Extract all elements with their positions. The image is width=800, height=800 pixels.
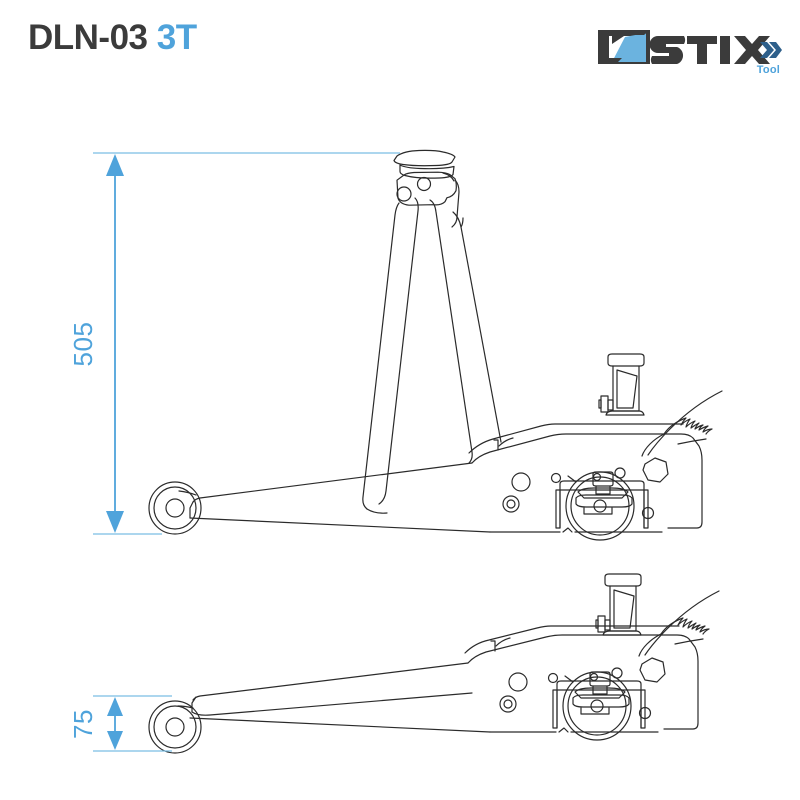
logo-mark-icon xyxy=(598,30,650,64)
arrow-down-icon xyxy=(106,511,124,533)
dimension-75: 75 xyxy=(68,695,172,752)
title-model: DLN-03 xyxy=(28,18,148,57)
dimension-label-75: 75 xyxy=(68,709,98,739)
page-title: DLN-03 3T xyxy=(28,18,197,58)
dimension-label-505: 505 xyxy=(68,322,98,367)
logo-subtext: Tool xyxy=(756,64,780,76)
title-tonnage: 3T xyxy=(156,18,197,57)
arrow-up-icon xyxy=(107,697,123,716)
lowered-view xyxy=(148,573,720,754)
logo-chevron-icon xyxy=(760,42,782,58)
dimension-505: 505 xyxy=(68,152,400,535)
arrow-down-icon xyxy=(107,731,123,750)
header: DLN-03 3T xyxy=(0,0,800,100)
raised-view xyxy=(148,149,723,541)
arrow-up-icon xyxy=(106,154,124,176)
brand-logo: Tool xyxy=(592,20,782,82)
